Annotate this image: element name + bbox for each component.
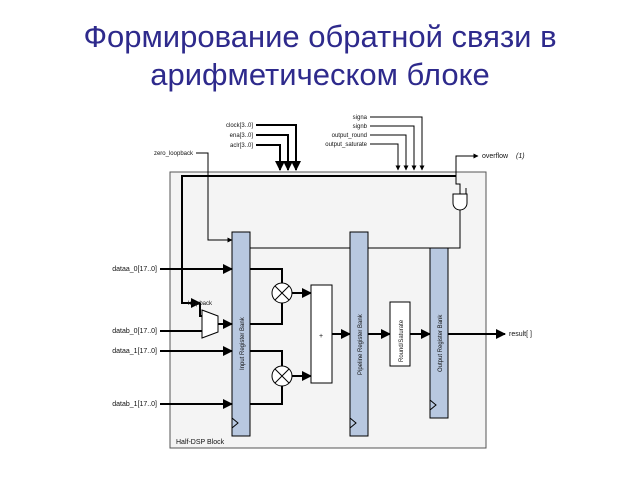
and-gate-output xyxy=(455,176,461,194)
and-gate-input-bus xyxy=(232,210,461,249)
input-register-bank-label: Input Register Bank xyxy=(240,316,246,370)
input-register-bank xyxy=(231,231,251,437)
datab-1-label: datab_1[17..0] xyxy=(112,401,157,408)
adder-symbol: + xyxy=(319,333,323,340)
multiplier-top xyxy=(271,282,293,304)
dataa-1-label: dataa_1[17..0] xyxy=(112,348,157,355)
output-register-bank-label: Output Register Bank xyxy=(438,314,444,372)
input-register-clock-tick xyxy=(231,417,239,429)
ena-input-label: ena[3..0] xyxy=(230,133,254,139)
zero-loopback-line xyxy=(196,152,233,243)
pipeline-register-clock-tick xyxy=(349,417,357,429)
and-gate xyxy=(452,193,468,211)
data-input-lines xyxy=(160,264,233,409)
slide-title: Формирование обратной связи в арифметиче… xyxy=(0,18,640,94)
aclr-input-label: aclr[3..0] xyxy=(230,143,253,149)
overflow-note: (1) xyxy=(516,153,525,160)
multiplier-bottom xyxy=(271,365,293,387)
overflow-line xyxy=(455,153,479,176)
register-to-multiplier-lines xyxy=(250,268,283,405)
slide-title-line-2: арифметическом блоке xyxy=(150,57,490,92)
loopback-mux xyxy=(201,309,219,339)
zero-loopback-label: zero_loopback xyxy=(154,151,194,157)
pipeline-register-bank-label: Pipeline Register Bank xyxy=(358,313,364,375)
output-register-clock-tick xyxy=(429,399,437,411)
output-round-label: output_round xyxy=(332,133,367,139)
round-saturate-label: Round/Saturate xyxy=(399,319,405,362)
control-lines xyxy=(370,116,425,171)
datab-0-label: datab_0[17..0] xyxy=(112,328,157,335)
clock-input-label: clock[3..0] xyxy=(226,123,253,129)
clock-bus-lines xyxy=(256,124,301,171)
signa-label: signa xyxy=(353,115,368,121)
feedback-bus xyxy=(181,175,456,308)
loopback-mux-in-top xyxy=(199,303,202,317)
half-dsp-block-label: Half-DSP Block xyxy=(176,439,225,446)
slide-title-line-1: Формирование обратной связи в xyxy=(83,19,557,54)
result-label: result[ ] xyxy=(509,331,532,338)
output-saturate-label: output_saturate xyxy=(325,142,367,148)
dataa-0-label: dataa_0[17..0] xyxy=(112,266,157,273)
overflow-label: overflow xyxy=(482,153,509,160)
signb-label: signb xyxy=(353,124,368,130)
